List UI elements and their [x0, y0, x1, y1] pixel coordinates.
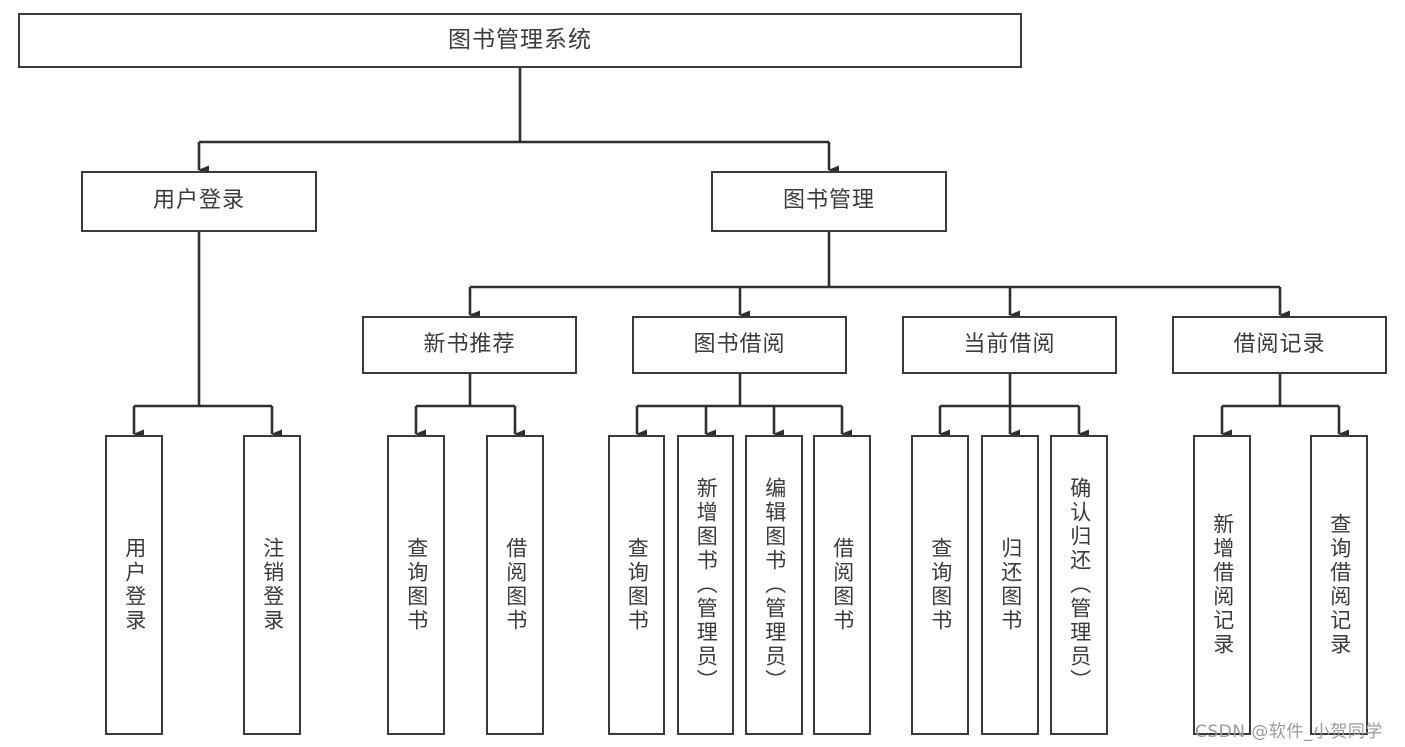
node-label: 查询图书	[625, 537, 650, 633]
node-user-login[interactable]: 用户登录	[81, 171, 317, 232]
leaf-query-borrow-record[interactable]: 查询借阅记录	[1310, 435, 1368, 735]
leaf-query-book-current[interactable]: 查询图书	[911, 435, 969, 735]
node-label: 确认归还（管理员）	[1067, 477, 1092, 693]
leaf-add-book-admin[interactable]: 新增图书（管理员）	[677, 435, 734, 735]
node-book-borrow[interactable]: 图书借阅	[632, 316, 847, 374]
node-label: 查询图书	[404, 537, 429, 633]
node-borrow-records[interactable]: 借阅记录	[1172, 316, 1387, 374]
node-label: 图书管理系统	[448, 26, 592, 53]
node-root[interactable]: 图书管理系统	[18, 13, 1022, 68]
csdn-watermark: CSDN @软件_小贺同学	[1195, 722, 1383, 742]
node-label: 新书推荐	[423, 331, 516, 357]
node-label: 借阅记录	[1233, 331, 1326, 357]
node-current-borrow[interactable]: 当前借阅	[902, 316, 1117, 374]
node-label: 用户登录	[122, 537, 147, 633]
node-label: 编辑图书（管理员）	[762, 477, 787, 693]
node-label: 新增图书（管理员）	[694, 477, 719, 693]
leaf-confirm-return-admin[interactable]: 确认归还（管理员）	[1050, 435, 1108, 735]
node-label: 注销登录	[260, 537, 285, 633]
node-book-management[interactable]: 图书管理	[711, 171, 947, 232]
leaf-borrow-book[interactable]: 借阅图书	[813, 435, 871, 735]
node-label: 图书借阅	[693, 331, 786, 357]
node-label: 借阅图书	[830, 537, 855, 633]
node-label: 图书管理	[782, 188, 875, 214]
leaf-user-login[interactable]: 用户登录	[105, 435, 163, 735]
node-label: 新增借阅记录	[1210, 513, 1235, 657]
node-label: 当前借阅	[963, 331, 1056, 357]
leaf-edit-book-admin[interactable]: 编辑图书（管理员）	[745, 435, 803, 735]
leaf-add-borrow-record[interactable]: 新增借阅记录	[1193, 435, 1251, 735]
leaf-query-book[interactable]: 查询图书	[608, 435, 665, 735]
node-new-book-recommend[interactable]: 新书推荐	[362, 316, 577, 374]
node-label: 归还图书	[998, 537, 1023, 633]
leaf-borrow-book-recommend[interactable]: 借阅图书	[486, 435, 544, 735]
leaf-logout[interactable]: 注销登录	[243, 435, 301, 735]
leaf-return-book[interactable]: 归还图书	[981, 435, 1039, 735]
leaf-query-book-recommend[interactable]: 查询图书	[387, 435, 445, 735]
node-label: 借阅图书	[503, 537, 528, 633]
node-label: 查询借阅记录	[1327, 513, 1352, 657]
node-label: 用户登录	[152, 188, 245, 214]
node-label: 查询图书	[928, 537, 953, 633]
